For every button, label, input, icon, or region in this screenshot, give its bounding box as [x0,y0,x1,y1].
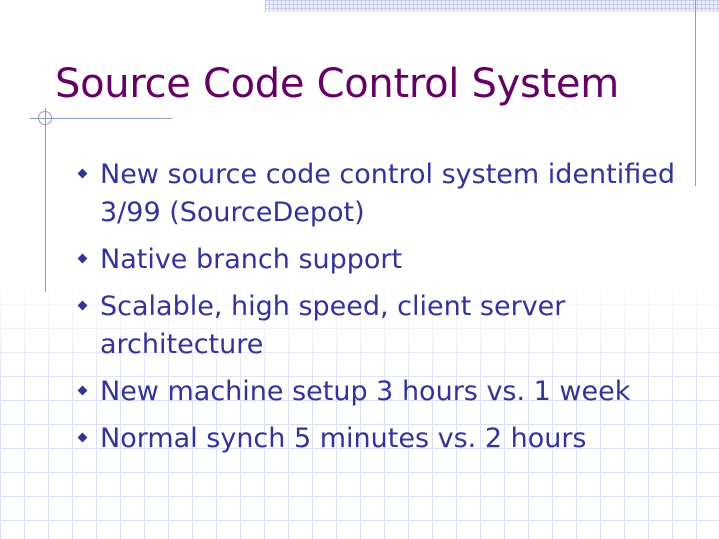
crosshair-icon [35,108,55,128]
top-grid-decoration [265,0,719,12]
bullet-text: Native branch support [100,244,403,275]
title-underline-rule [30,118,172,119]
bullet-list: New source code control system identifie… [75,156,685,467]
diamond-bullet-icon [77,300,88,311]
left-vertical-rule [45,112,46,292]
bullet-item: New source code control system identifie… [75,156,685,232]
bullet-text: Normal synch 5 minutes vs. 2 hours [100,423,587,454]
bullet-text: Scalable, high speed, client server arch… [100,291,566,360]
bullet-text: New machine setup 3 hours vs. 1 week [100,376,631,407]
diamond-bullet-icon [77,432,88,443]
bullet-item: Native branch support [75,241,685,279]
diamond-bullet-icon [77,168,88,179]
right-vertical-rule [695,0,696,186]
bullet-item: Scalable, high speed, client server arch… [75,288,685,364]
bullet-item: Normal synch 5 minutes vs. 2 hours [75,420,685,458]
diamond-bullet-icon [77,253,88,264]
slide-title: Source Code Control System [55,61,619,107]
bullet-item: New machine setup 3 hours vs. 1 week [75,373,685,411]
diamond-bullet-icon [77,385,88,396]
bullet-text: New source code control system identifie… [100,159,675,228]
grid-fade-overlay [0,280,719,400]
